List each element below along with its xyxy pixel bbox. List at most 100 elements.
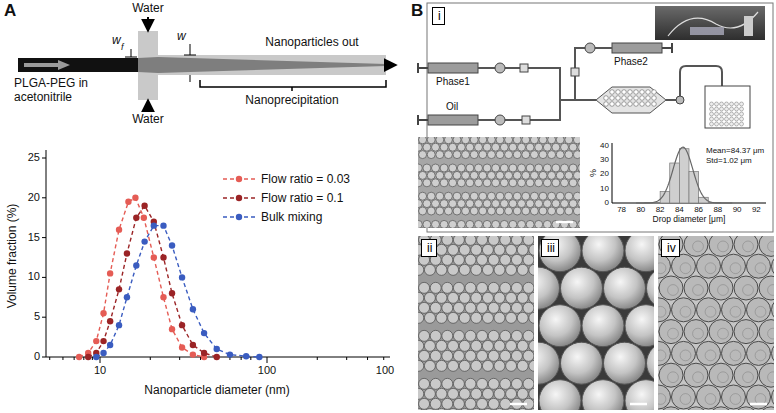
droplet xyxy=(658,341,671,365)
data-point xyxy=(169,242,175,248)
droplet xyxy=(479,151,487,159)
droplet-core xyxy=(680,263,691,274)
droplet xyxy=(747,341,771,365)
droplet xyxy=(548,228,556,229)
droplet xyxy=(418,264,424,275)
droplet xyxy=(423,179,431,187)
y-axis xyxy=(612,143,613,203)
droplet xyxy=(418,200,422,208)
tick-label: 84 xyxy=(675,205,684,214)
droplet xyxy=(523,236,534,245)
droplet xyxy=(483,179,491,187)
droplet xyxy=(500,350,511,361)
droplet xyxy=(628,90,633,95)
syringe xyxy=(418,115,478,125)
data-point xyxy=(100,310,106,316)
droplet xyxy=(477,350,488,361)
micrograph xyxy=(418,236,534,410)
droplet xyxy=(423,220,431,228)
droplet xyxy=(471,244,482,255)
panel-numeral: iii xyxy=(547,242,553,255)
droplet xyxy=(513,192,521,200)
droplet xyxy=(430,378,441,389)
droplet-core xyxy=(693,285,704,296)
droplet xyxy=(725,107,729,111)
droplet xyxy=(419,330,430,341)
droplet xyxy=(453,254,464,265)
tick xyxy=(241,357,242,360)
droplet xyxy=(436,151,444,159)
droplet xyxy=(500,200,508,208)
droplet xyxy=(684,320,708,344)
droplet xyxy=(457,220,465,228)
droplet xyxy=(556,228,564,229)
data-point xyxy=(124,250,130,256)
droplet xyxy=(511,302,522,313)
droplet xyxy=(494,292,505,303)
data-point xyxy=(93,354,99,360)
micrograph xyxy=(538,236,654,410)
photo-tubing xyxy=(668,12,758,36)
micrograph xyxy=(418,137,580,228)
droplet xyxy=(479,137,487,144)
scale-bar xyxy=(630,403,647,406)
droplet xyxy=(684,363,708,387)
droplet xyxy=(459,408,470,410)
series-line xyxy=(88,206,217,357)
tick xyxy=(100,357,101,363)
droplet xyxy=(517,312,528,323)
data-point xyxy=(76,354,82,360)
legend-dot xyxy=(236,214,242,220)
droplet xyxy=(517,408,528,410)
droplet xyxy=(500,398,511,409)
droplet xyxy=(500,220,508,228)
size-chart xyxy=(42,150,390,363)
droplet xyxy=(556,207,564,215)
droplet xyxy=(578,143,580,151)
droplet xyxy=(436,340,447,351)
droplet xyxy=(672,298,696,322)
droplet xyxy=(513,207,521,215)
inlet-label: Water xyxy=(132,2,164,16)
droplet xyxy=(442,330,453,341)
tick-label: 20 xyxy=(28,191,40,204)
droplet xyxy=(604,96,609,101)
droplet xyxy=(448,388,459,399)
droplet xyxy=(582,380,624,410)
data-point xyxy=(169,290,175,296)
droplet xyxy=(622,102,627,107)
droplet xyxy=(529,264,534,275)
droplet xyxy=(646,96,651,101)
droplet-core xyxy=(705,263,716,274)
droplet xyxy=(449,179,457,187)
droplet xyxy=(462,207,470,215)
inlet-arrow xyxy=(24,60,70,70)
droplet xyxy=(494,340,505,351)
droplet xyxy=(477,282,488,293)
droplet xyxy=(465,254,476,265)
droplet xyxy=(419,398,430,409)
droplet xyxy=(509,164,517,172)
droplet xyxy=(432,200,440,208)
droplet xyxy=(487,228,495,229)
droplet-core xyxy=(718,285,729,296)
droplet xyxy=(457,164,465,172)
droplet xyxy=(538,267,560,309)
droplet xyxy=(710,107,714,111)
width-marker xyxy=(190,75,191,82)
statistic-label: Std=1.02 μm xyxy=(706,156,752,165)
droplet-core xyxy=(705,306,716,317)
droplet xyxy=(715,107,719,111)
tick xyxy=(42,237,46,238)
droplet xyxy=(725,112,729,116)
droplet xyxy=(436,171,444,179)
droplet xyxy=(470,137,478,144)
droplet xyxy=(646,102,651,107)
droplet xyxy=(442,398,453,409)
data-point xyxy=(151,222,157,228)
droplet xyxy=(453,330,464,341)
droplet xyxy=(722,341,746,365)
droplet xyxy=(424,408,435,410)
series-line xyxy=(79,198,204,357)
droplet-core xyxy=(680,306,691,317)
